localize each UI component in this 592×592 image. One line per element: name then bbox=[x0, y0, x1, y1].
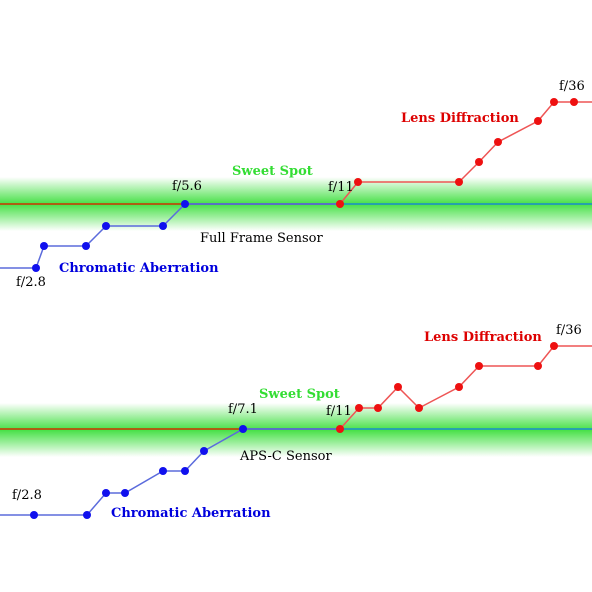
diffraction-point bbox=[455, 178, 463, 186]
diffraction-point bbox=[455, 383, 463, 391]
chromatic-curve bbox=[0, 428, 340, 516]
chromatic-point bbox=[181, 467, 189, 475]
aperture-label-sweet-start: f/5.6 bbox=[172, 179, 202, 194]
chromatic-point bbox=[83, 511, 91, 519]
panel-full-frame: Sweet Spot Lens Diffraction Chromatic Ab… bbox=[0, 79, 592, 290]
diffraction-point bbox=[355, 404, 363, 412]
chromatic-point bbox=[159, 222, 167, 230]
aperture-label-sweet-start: f/7.1 bbox=[228, 402, 258, 417]
chromatic-point bbox=[200, 447, 208, 455]
chromatic-point bbox=[102, 222, 110, 230]
diffraction-point bbox=[534, 117, 542, 125]
diffraction-point bbox=[494, 138, 502, 146]
diffraction-point bbox=[550, 98, 558, 106]
chromatic-point bbox=[121, 489, 129, 497]
chromatic-point bbox=[32, 264, 40, 272]
chromatic-aberration-label: Chromatic Aberration bbox=[59, 261, 219, 276]
chromatic-point bbox=[102, 489, 110, 497]
lens-diffraction-label: Lens Diffraction bbox=[401, 111, 519, 126]
sweet-spot-band bbox=[0, 403, 592, 457]
chromatic-point bbox=[30, 511, 38, 519]
chromatic-point bbox=[159, 467, 167, 475]
aperture-label-end: f/36 bbox=[556, 323, 582, 338]
chromatic-aberration-label: Chromatic Aberration bbox=[111, 506, 271, 521]
chromatic-points bbox=[32, 200, 189, 272]
lens-diffraction-label: Lens Diffraction bbox=[424, 330, 542, 345]
diffraction-points bbox=[336, 98, 578, 208]
diffraction-point bbox=[336, 425, 344, 433]
diffraction-point bbox=[415, 404, 423, 412]
diffraction-point bbox=[394, 383, 402, 391]
chromatic-point bbox=[40, 242, 48, 250]
chromatic-point bbox=[181, 200, 189, 208]
panel-aps-c: Sweet Spot Lens Diffraction Chromatic Ab… bbox=[0, 323, 592, 521]
sensor-label: Full Frame Sensor bbox=[200, 231, 323, 246]
diffraction-point bbox=[534, 362, 542, 370]
diffraction-point bbox=[475, 158, 483, 166]
diffraction-point bbox=[354, 178, 362, 186]
aperture-label-start: f/2.8 bbox=[16, 275, 46, 290]
sweet-spot-label: Sweet Spot bbox=[232, 164, 313, 179]
chromatic-point bbox=[239, 425, 247, 433]
chromatic-point bbox=[82, 242, 90, 250]
diffraction-point bbox=[374, 404, 382, 412]
diffraction-point bbox=[570, 98, 578, 106]
aperture-label-start: f/2.8 bbox=[12, 488, 42, 503]
sweet-spot-label: Sweet Spot bbox=[259, 387, 340, 402]
diffraction-curve bbox=[339, 345, 592, 430]
chromatic-points bbox=[30, 425, 247, 519]
aperture-label-end: f/36 bbox=[559, 79, 585, 94]
diffraction-point bbox=[336, 200, 344, 208]
diffraction-point bbox=[475, 362, 483, 370]
diffraction-points bbox=[336, 342, 558, 433]
aperture-label-sweet-end: f/11 bbox=[326, 404, 352, 419]
diffraction-point bbox=[550, 342, 558, 350]
aperture-label-sweet-end: f/11 bbox=[328, 180, 354, 195]
sensor-label: APS-C Sensor bbox=[239, 449, 332, 464]
